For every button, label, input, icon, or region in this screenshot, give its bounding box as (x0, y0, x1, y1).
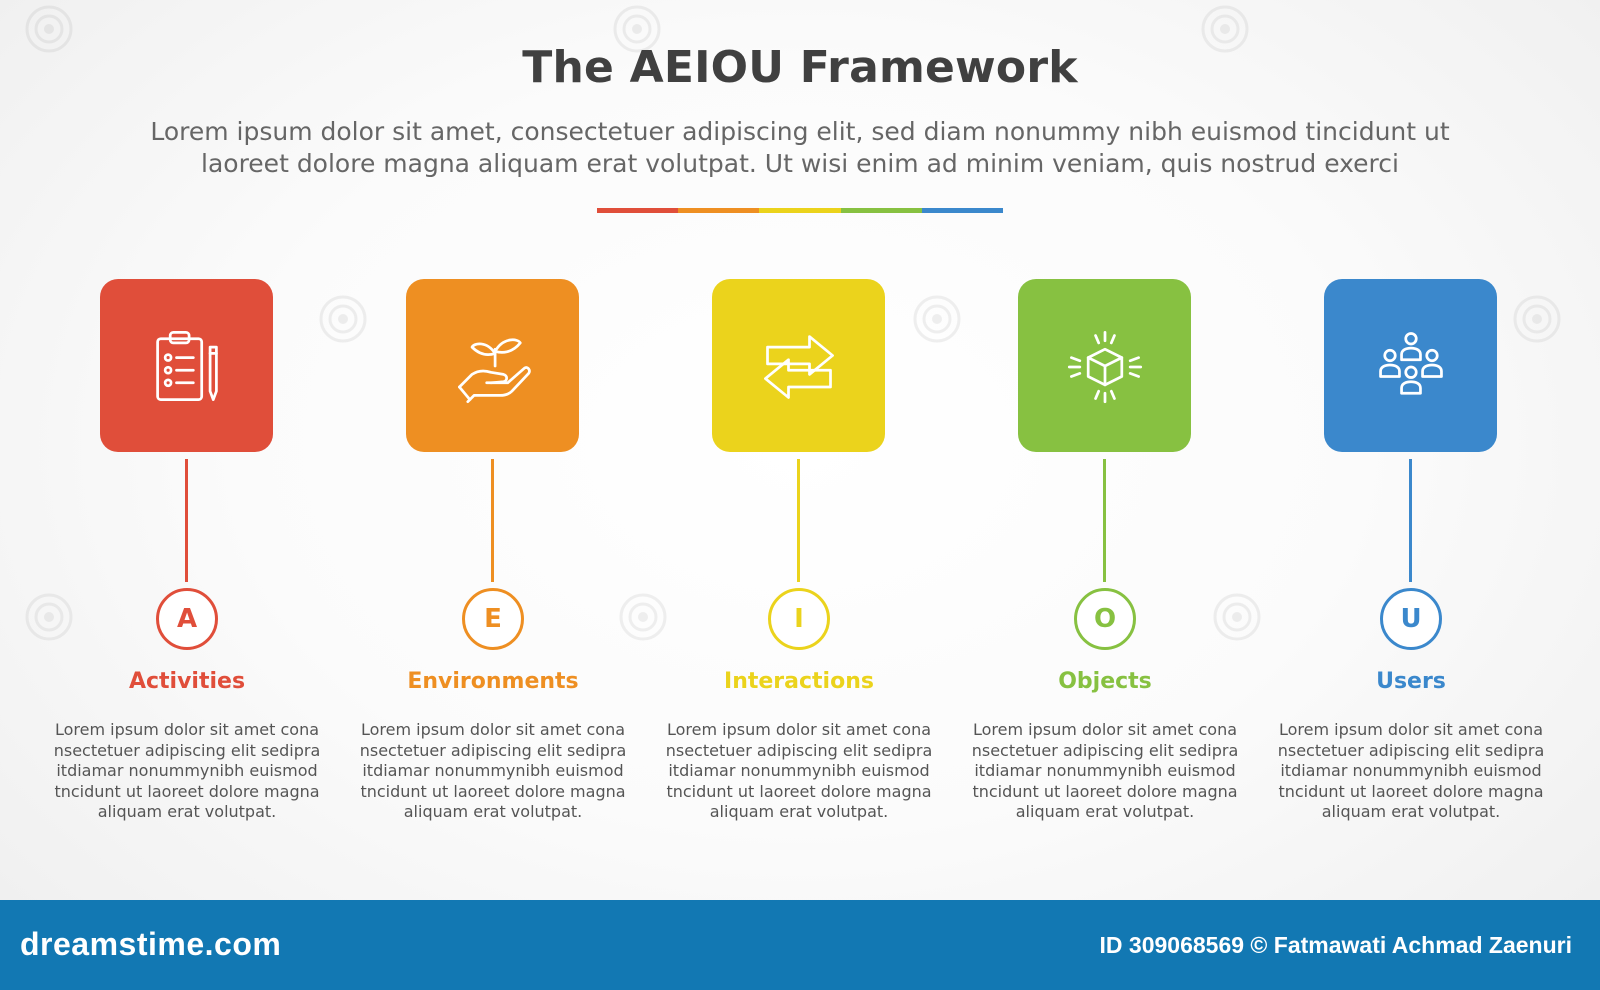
page-subtitle: Lorem ipsum dolor sit amet, consectetuer… (100, 116, 1500, 180)
description-line: itdiamar nonummynibh euismod (362, 761, 624, 780)
description-line: itdiamar nonummynibh euismod (668, 761, 930, 780)
exchange-arrows-icon (763, 334, 834, 399)
watermark-swirl-icon (1213, 593, 1261, 641)
description-line: itdiamar nonummynibh euismod (1280, 761, 1542, 780)
watermark-swirl-icon (619, 593, 667, 641)
letter-badge: I (768, 588, 830, 650)
connector-line (185, 459, 188, 582)
icon-box (100, 279, 273, 452)
description-line: nsectetuer adipiscing elit sedipra (53, 740, 321, 760)
description-line: Lorem ipsum dolor sit amet cona (360, 720, 626, 739)
connector-line (1409, 459, 1412, 582)
subtitle-line: laoreet dolore magna aliquam erat volutp… (201, 149, 1399, 178)
item-description: Lorem ipsum dolor sit amet cona nsectetu… (42, 720, 332, 823)
description-line: aliquam erat volutpat. (97, 802, 277, 821)
subtitle-line: Lorem ipsum dolor sit amet, consectetuer… (150, 117, 1450, 146)
divider-segment (921, 208, 1004, 213)
watermark-swirl-icon (25, 5, 73, 53)
description-line: aliquam erat volutpat. (403, 802, 583, 821)
description-line: aliquam erat volutpat. (709, 802, 889, 821)
clipboard-icon (155, 330, 218, 401)
item-description: Lorem ipsum dolor sit amet cona nsectetu… (1266, 720, 1556, 823)
description-line: itdiamar nonummynibh euismod (974, 761, 1236, 780)
letter-badge: O (1074, 588, 1136, 650)
description-line: Lorem ipsum dolor sit amet cona (1278, 720, 1544, 739)
divider-segment (759, 208, 841, 213)
watermark-swirl-icon (613, 5, 661, 53)
connector-line (1103, 459, 1106, 582)
users-group-icon (1378, 331, 1443, 395)
description-line: aliquam erat volutpat. (1321, 802, 1501, 821)
description-line: nsectetuer adipiscing elit sedipra (665, 740, 933, 760)
description-line: tncidunt ut laoreet dolore magna (972, 781, 1238, 801)
icon-box (406, 279, 579, 452)
description-line: aliquam erat volutpat. (1015, 802, 1195, 821)
item-label: Interactions (724, 669, 874, 694)
watermark-swirl-icon (1513, 295, 1561, 343)
divider-segment (678, 208, 760, 213)
description-line: nsectetuer adipiscing elit sedipra (971, 740, 1239, 760)
item-description: Lorem ipsum dolor sit amet cona nsectetu… (348, 720, 638, 823)
connector-line (797, 459, 800, 582)
watermark-swirl-icon (319, 295, 367, 343)
description-line: nsectetuer adipiscing elit sedipra (359, 740, 627, 760)
footer-bar: dreamstime.com ID 309068569 © Fatmawati … (0, 900, 1600, 990)
rainbow-divider (597, 208, 1004, 213)
watermark-swirl-icon (913, 295, 961, 343)
image-credit: ID 309068569 © Fatmawati Achmad Zaenuri (1099, 932, 1572, 958)
item-description: Lorem ipsum dolor sit amet cona nsectetu… (960, 720, 1250, 823)
description-line: Lorem ipsum dolor sit amet cona (666, 720, 932, 739)
item-description: Lorem ipsum dolor sit amet cona nsectetu… (654, 720, 944, 823)
watermark-swirl-icon (1201, 5, 1249, 53)
description-line: tncidunt ut laoreet dolore magna (666, 781, 932, 801)
item-label: Environments (407, 669, 579, 694)
item-label: Objects (1058, 669, 1152, 694)
watermark-swirl-icon (25, 593, 73, 641)
divider-segment (840, 208, 922, 213)
brand-logo[interactable]: dreamstime.com (20, 926, 282, 962)
description-line: itdiamar nonummynibh euismod (56, 761, 318, 780)
page-title: The AEIOU Framework (522, 42, 1078, 93)
description-line: nsectetuer adipiscing elit sedipra (1277, 740, 1545, 760)
icon-box (1018, 279, 1191, 452)
hand-plant-icon (457, 337, 531, 403)
icon-box (712, 279, 885, 452)
item-label: Users (1376, 669, 1446, 694)
icon-box (1324, 279, 1497, 452)
letter-badge: E (462, 588, 524, 650)
description-line: tncidunt ut laoreet dolore magna (54, 781, 320, 801)
letter-badge: A (156, 588, 218, 650)
cube-icon (1067, 330, 1142, 403)
description-line: tncidunt ut laoreet dolore magna (1278, 781, 1544, 801)
description-line: Lorem ipsum dolor sit amet cona (54, 720, 320, 739)
item-label: Activities (128, 669, 246, 694)
connector-line (491, 459, 494, 582)
description-line: tncidunt ut laoreet dolore magna (360, 781, 626, 801)
letter-badge: U (1380, 588, 1442, 650)
divider-segment (597, 208, 679, 213)
description-line: Lorem ipsum dolor sit amet cona (972, 720, 1238, 739)
